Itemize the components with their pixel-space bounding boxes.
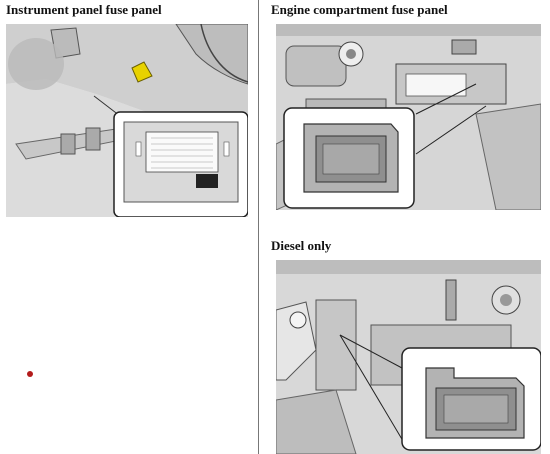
engine-fuse-box-inset (283, 107, 415, 209)
fuse-panel-inset (113, 111, 248, 217)
instrument-panel-heading: Instrument panel fuse panel (6, 2, 162, 17)
fuse-panel-location-highlight (131, 61, 153, 83)
red-marker-dot (27, 371, 33, 377)
engine-compartment-illustration (276, 24, 541, 210)
diesel-only-illustration (276, 260, 541, 454)
instrument-panel-illustration (6, 24, 248, 217)
diesel-only-heading: Diesel only (271, 238, 332, 253)
diesel-fuse-box-inset (401, 347, 541, 451)
column-divider (258, 0, 259, 454)
engine-compartment-heading: Engine compartment fuse panel (271, 2, 448, 17)
